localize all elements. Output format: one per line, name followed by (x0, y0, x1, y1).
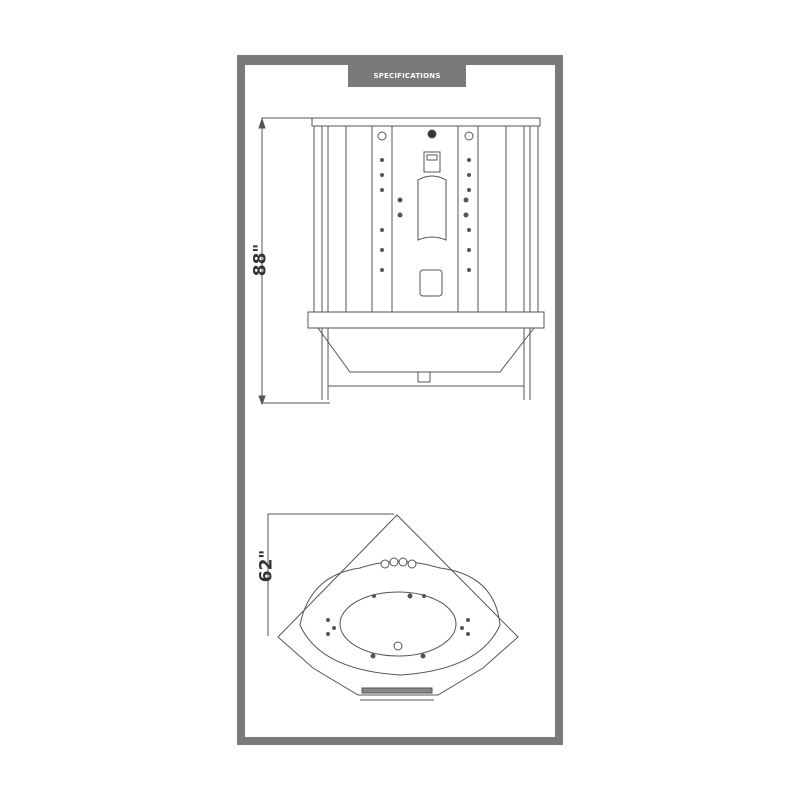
spec-frame: SPECIFICATIONS (237, 55, 563, 745)
depth-dimension-label: 62" (256, 549, 277, 583)
tub-plan-view (267, 513, 519, 701)
spec-panel: SPECIFICATIONS (245, 65, 555, 737)
shower-front-elevation (258, 117, 545, 406)
specifications-tab: SPECIFICATIONS (348, 65, 466, 87)
height-dimension-label: 88" (250, 243, 271, 277)
